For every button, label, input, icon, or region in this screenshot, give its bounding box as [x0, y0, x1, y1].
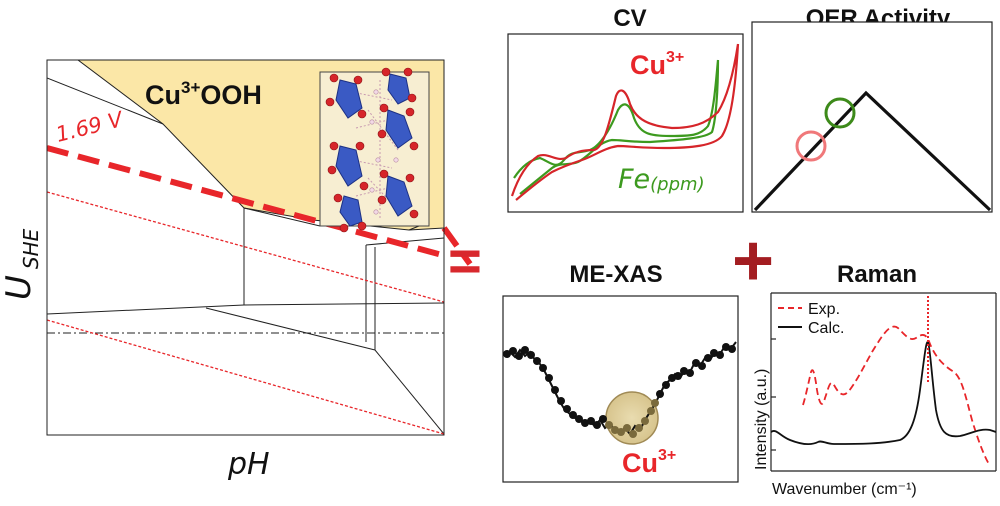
cv-label-fe: Fe(ppm) — [618, 164, 705, 195]
cv-panel: CV Cu3+ Fe(ppm) — [507, 5, 744, 213]
cv-title: CV — [613, 5, 646, 32]
raman-y-ticks — [771, 338, 776, 451]
pourbaix-frame — [46, 59, 445, 436]
mexas-frame — [502, 295, 739, 483]
mexas-label-cu: Cu3+ — [622, 447, 676, 478]
mexas-points-highlighted — [605, 399, 659, 438]
raman-title: Raman — [837, 261, 917, 288]
raman-exp-curve — [802, 325, 991, 467]
legend-exp: Exp. — [808, 301, 840, 318]
phase-label: Cu3+OOH — [145, 78, 262, 110]
legend-calc: Calc. — [808, 320, 844, 337]
oer-marker-red — [795, 130, 827, 162]
water-stability-lines — [47, 191, 444, 435]
crystal-structure-inset — [319, 67, 430, 233]
raman-calc-curve — [771, 341, 996, 446]
y-axis-label: USHE — [0, 228, 43, 300]
equals-sign: = — [448, 229, 482, 294]
plus-sign: + — [732, 221, 774, 301]
raman-panel: Raman Exp. Calc. Intensity (a.u.) Wavenu… — [753, 261, 997, 498]
raman-xlabel: Wavenumber (cm⁻¹) — [772, 481, 917, 498]
cv-curve-fe — [513, 59, 720, 195]
cu-octahedra-chain-left — [335, 79, 363, 227]
cv-curve-cu — [510, 43, 740, 201]
mexas-panel: ME-XAS Cu3+ — [502, 261, 739, 483]
raman-ylabel: Intensity (a.u.) — [753, 369, 770, 470]
pourbaix-diagram: Cu3+OOH 1.69 V USHE pH — [0, 59, 473, 482]
mexas-points — [503, 343, 736, 429]
oer-marker-green — [824, 97, 856, 129]
cu-octahedra-chain-right — [385, 73, 413, 217]
oer-frame — [751, 21, 993, 213]
x-axis-label: pH — [227, 447, 270, 482]
cv-label-cu: Cu3+ — [630, 49, 684, 80]
oxygen-atoms — [325, 67, 419, 233]
phase-boundaries — [47, 208, 444, 435]
mexas-title: ME-XAS — [569, 261, 662, 288]
potential-line-1.69V — [47, 145, 444, 259]
oer-panel: OER Activity — [751, 5, 993, 213]
raman-legend: Exp. Calc. — [778, 301, 844, 337]
oer-volcano — [753, 90, 992, 212]
potential-label: 1.69 V — [53, 107, 126, 147]
